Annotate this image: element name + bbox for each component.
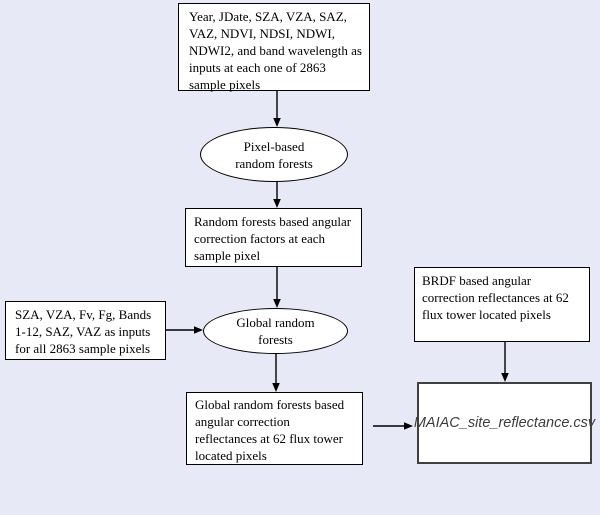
node-pixel-inputs-text: Year, JDate, SZA, VZA, SAZ, VAZ, NDVI, N… <box>189 9 362 92</box>
node-maiac-text: MAIAC_site_reflectance.csv <box>413 414 596 431</box>
node-global-inputs: SZA, VZA, Fv, Fg, Bands 1-12, SAZ, VAZ a… <box>5 301 166 360</box>
arrow-rf-factors-to-global-rf <box>273 266 281 308</box>
node-rf-correction-factors: Random forests based angular correction … <box>185 208 362 267</box>
arrow-pixel-inputs-to-pixel-rf <box>273 91 281 127</box>
node-pixel-inputs: Year, JDate, SZA, VZA, SAZ, VAZ, NDVI, N… <box>178 3 370 92</box>
node-global-inputs-text: SZA, VZA, Fv, Fg, Bands 1-12, SAZ, VAZ a… <box>15 307 152 356</box>
node-brdf-text: BRDF based angular correction reflectanc… <box>422 273 569 322</box>
arrow-pixel-rf-to-rf-factors <box>273 181 281 208</box>
node-pixel-rf-text: Pixel-based random forests <box>235 138 313 171</box>
node-global-rf-output: Global random forests based angular corr… <box>186 392 363 465</box>
arrow-brdf-to-maiac <box>501 342 509 382</box>
node-rf-factors-text: Random forests based angular correction … <box>194 214 352 263</box>
node-maiac-csv-file: MAIAC_site_reflectance.csv <box>413 382 596 464</box>
arrow-global-rf-to-global-output <box>272 353 280 392</box>
arrow-global-inputs-to-global-rf <box>166 326 203 334</box>
node-global-rf-text: Global random forests <box>236 315 315 347</box>
node-global-random-forests: Global random forests <box>203 308 348 354</box>
node-global-output-text: Global random forests based angular corr… <box>195 397 345 463</box>
node-brdf-reflectances: BRDF based angular correction reflectanc… <box>414 267 590 342</box>
node-pixel-based-random-forests: Pixel-based random forests <box>200 127 348 182</box>
arrow-global-output-to-maiac <box>373 422 413 430</box>
